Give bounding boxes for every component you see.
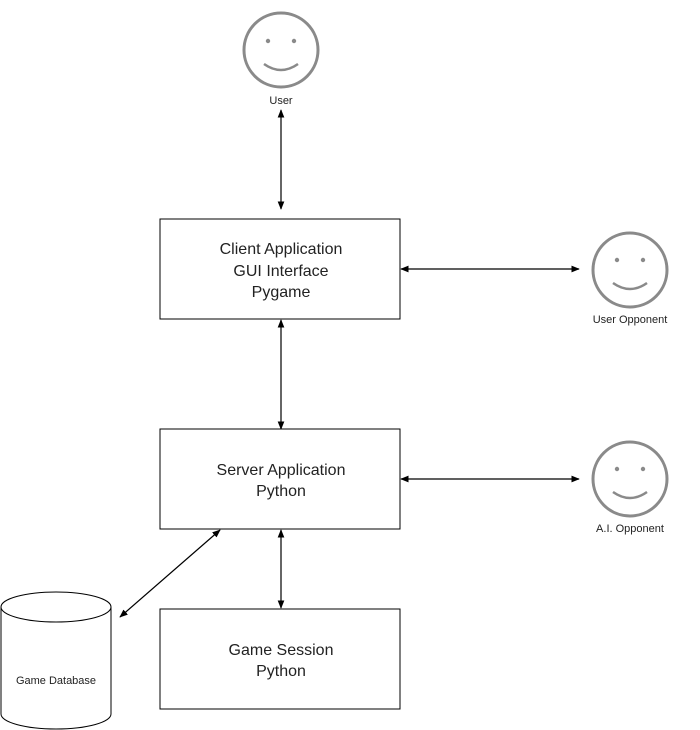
smiley-icon — [242, 11, 320, 89]
client-application-box: Client Application GUI Interface Pygame — [159, 218, 401, 320]
server-title: Server Application — [217, 462, 346, 479]
game-session-box: Game Session Python — [159, 608, 401, 710]
session-title: Game Session — [229, 642, 334, 659]
session-tech: Python — [256, 663, 306, 680]
ai-opponent-actor: A.I. Opponent — [591, 440, 669, 535]
client-tech: Pygame — [252, 284, 311, 301]
server-tech: Python — [256, 483, 306, 500]
client-title: Client Application — [220, 241, 343, 258]
game-database: Game Database — [0, 591, 112, 730]
server-application-box: Server Application Python — [159, 428, 401, 530]
smiley-icon — [591, 231, 669, 309]
ai-opponent-label: A.I. Opponent — [596, 523, 664, 535]
user-opponent-actor: User Opponent — [591, 231, 669, 326]
database-cylinder-icon — [0, 591, 112, 730]
smiley-icon — [591, 440, 669, 518]
client-subtitle: GUI Interface — [233, 263, 328, 280]
user-label: User — [269, 95, 293, 107]
connector-server-database — [119, 529, 221, 618]
user-opponent-label: User Opponent — [593, 314, 668, 326]
database-label: Game Database — [16, 675, 96, 687]
user-actor: User — [242, 11, 320, 107]
connectors — [119, 109, 580, 618]
